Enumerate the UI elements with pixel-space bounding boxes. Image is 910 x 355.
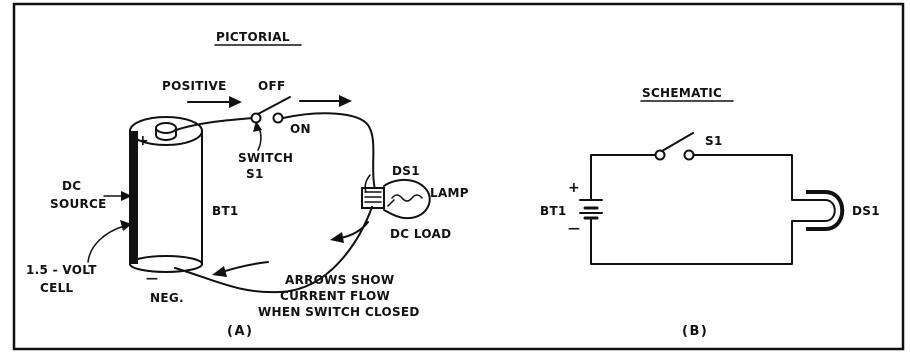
arrow-neg-return-icon [212, 261, 269, 277]
positive-label: POSITIVE [162, 79, 227, 93]
neg-label: NEG. [150, 291, 184, 305]
off-label: OFF [258, 79, 286, 93]
arrows-note-line1: ARROWS SHOW [285, 273, 394, 287]
pictorial-title: PICTORIAL [216, 30, 290, 44]
pointer-lamp-icon [364, 174, 371, 193]
schematic-wire-top-left [590, 154, 657, 201]
schematic-wire-top-right [692, 154, 807, 201]
switch-label: SWITCH [238, 151, 293, 165]
lamp-icon [361, 179, 431, 220]
switch-s1-label: S1 [246, 167, 264, 181]
volt-label: 1.5 - VOLT [26, 263, 97, 277]
arrow-load-return-icon [330, 221, 369, 243]
panel-a-label: (A) [227, 324, 253, 339]
negative-terminal-sign: — [146, 271, 158, 285]
schematic-panel: SCHEMATIC S1 + BT1 — DS1 (B) [540, 86, 880, 339]
on-label: ON [290, 122, 311, 136]
dc-load-label: DC LOAD [390, 227, 451, 241]
schematic-switch-icon [654, 132, 695, 161]
positive-wire [175, 117, 254, 131]
pointer-cell-icon [87, 220, 132, 263]
battery-cell-icon [129, 116, 203, 273]
arrows-note-line2: CURRENT FLOW [280, 289, 390, 303]
schematic-wire-bottom [590, 217, 807, 265]
ds1-label: DS1 [392, 164, 420, 178]
arrows-note-line3: WHEN SWITCH CLOSED [258, 305, 420, 319]
dc-label: DC [62, 179, 81, 193]
schematic-lamp-icon [806, 190, 845, 231]
return-wire [174, 206, 373, 294]
pointer-dc-source-icon [103, 191, 132, 201]
arrow-positive-icon [187, 96, 242, 108]
switch-s1-icon [250, 96, 291, 124]
source-label: SOURCE [50, 197, 107, 211]
arrow-on-icon [299, 95, 352, 107]
panel-b-label: (B) [682, 324, 708, 339]
schematic-ds1-label: DS1 [852, 204, 880, 218]
schematic-title: SCHEMATIC [642, 86, 722, 100]
cell-label: CELL [40, 281, 74, 295]
schematic-bt1-label: BT1 [540, 204, 567, 218]
positive-terminal-sign: + [137, 133, 149, 149]
schematic-plus-sign: + [568, 180, 580, 196]
outer-frame [12, 2, 905, 351]
pointer-switch-icon [253, 121, 262, 151]
lamp-label: LAMP [430, 186, 469, 200]
switch-to-lamp-wire [282, 112, 376, 191]
schematic-battery-icon [579, 199, 603, 220]
pictorial-panel: PICTORIAL + [26, 30, 469, 339]
schematic-minus-sign: — [568, 221, 580, 235]
schematic-s1-label: S1 [705, 134, 723, 148]
bt1-label: BT1 [212, 204, 239, 218]
